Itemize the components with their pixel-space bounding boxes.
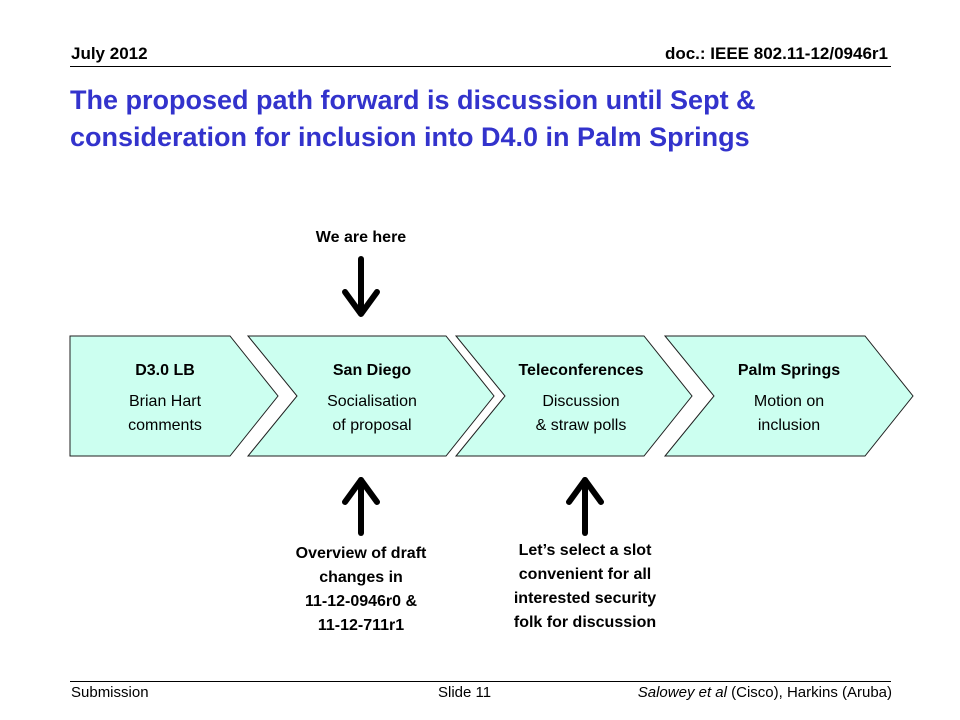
down-arrow-icon	[342, 256, 380, 317]
up-arrow-icon	[566, 477, 604, 536]
stage-line2-teleconferences: & straw polls	[536, 417, 627, 434]
stage-line1-san-diego: Socialisation	[327, 393, 417, 410]
header-divider	[70, 66, 891, 67]
header-doc-id: doc.: IEEE 802.11-12/0946r1	[664, 44, 888, 63]
slide-title: The proposed path forward is discussion …	[70, 85, 756, 152]
select-slot-note-line: convenient for all	[518, 566, 652, 583]
stage-heading-san-diego: San Diego	[333, 362, 411, 379]
select-slot-note-line: Let’s select a slot	[518, 542, 652, 559]
overview-note-line: 11-12-711r1	[317, 617, 405, 634]
overview-note: Overview of draft changes in 11-12-0946r…	[246, 542, 476, 638]
stage-line1-d30-lb: Brian Hart	[129, 393, 202, 410]
stage-line2-san-diego: of proposal	[332, 417, 411, 434]
up-arrow-icon	[342, 477, 380, 536]
stage-line2-d30-lb: comments	[128, 417, 202, 434]
overview-note-line: changes in	[319, 569, 403, 586]
select-slot-note: Let’s select a slot convenient for all i…	[470, 539, 700, 635]
stage-shape-teleconferences	[454, 335, 693, 457]
footer-slide-number: Slide 11	[438, 684, 492, 701]
stage-shape-san-diego	[246, 335, 495, 457]
footer-submission: Submission	[71, 684, 149, 701]
stage-shape-palm-springs	[663, 335, 914, 457]
footer-authors-rest: (Cisco), Harkins (Aruba)	[726, 684, 892, 701]
select-slot-note-line: interested security	[513, 590, 657, 607]
stage-line1-teleconferences: Discussion	[542, 393, 619, 410]
overview-note-line: Overview of draft	[295, 545, 427, 562]
select-slot-note-line: folk for discussion	[513, 614, 657, 631]
stage-heading-d30-lb: D3.0 LB	[135, 362, 195, 379]
stage-heading-teleconferences: Teleconferences	[518, 362, 643, 379]
stage-shape-d30-lb	[69, 335, 279, 457]
footer-authors: Salowey et al (Cisco), Harkins (Aruba)	[638, 684, 892, 701]
stage-heading-palm-springs: Palm Springs	[738, 362, 840, 379]
stage-line1-palm-springs: Motion on	[754, 393, 824, 410]
we-are-here-label: We are here	[315, 229, 407, 246]
stage-line2-palm-springs: inclusion	[758, 417, 820, 434]
footer-divider	[70, 681, 891, 682]
header-date: July 2012	[71, 44, 148, 63]
overview-note-line: 11-12-0946r0 &	[304, 593, 418, 610]
footer-authors-italic: Salowey et al	[637, 684, 727, 701]
